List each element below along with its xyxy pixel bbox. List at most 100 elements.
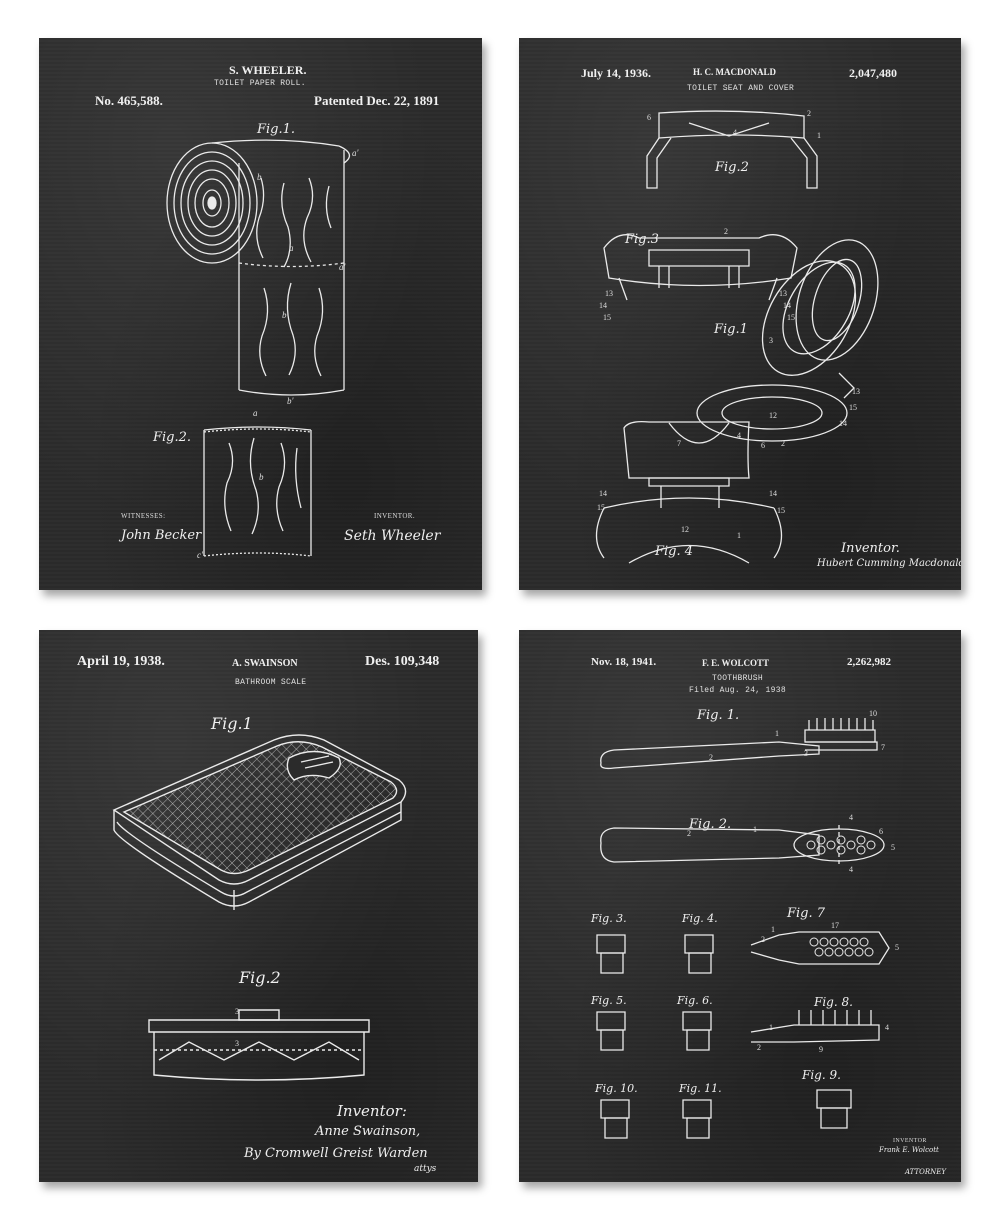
patent-poster-toilet-paper-roll: S. WHEELER. TOILET PAPER ROLL. No. 465,5… [39, 38, 482, 590]
svg-text:5: 5 [895, 943, 899, 952]
svg-text:2: 2 [761, 935, 765, 944]
figure-label: Fig.2 [239, 968, 281, 987]
svg-text:2: 2 [709, 753, 713, 762]
svg-text:7: 7 [881, 743, 885, 752]
svg-text:6: 6 [879, 827, 883, 836]
svg-text:4: 4 [885, 1023, 889, 1032]
svg-text:15: 15 [597, 503, 605, 512]
filed-date: Filed Aug. 24, 1938 [689, 686, 786, 695]
svg-text:3: 3 [769, 336, 773, 345]
inventor-label: Inventor. [841, 541, 900, 556]
svg-text:14: 14 [599, 301, 607, 310]
svg-text:1: 1 [771, 925, 775, 934]
svg-text:2: 2 [757, 1043, 761, 1052]
svg-text:3: 3 [235, 1007, 239, 1016]
svg-text:4: 4 [849, 813, 853, 822]
svg-text:15: 15 [777, 506, 785, 515]
svg-text:13: 13 [779, 289, 787, 298]
patent-title: TOOTHBRUSH [712, 674, 764, 683]
inventor-label: Inventor: [337, 1102, 407, 1120]
attorney-label: ATTORNEY [905, 1168, 947, 1176]
attorney-label: attys [414, 1164, 437, 1174]
figure-label: Fig. 1. [697, 708, 740, 723]
svg-text:13: 13 [852, 387, 860, 396]
toilet-paper-roll-drawing: b a b b a a' a' b' c' [39, 38, 360, 560]
svg-text:9: 9 [819, 1045, 823, 1054]
svg-text:2: 2 [781, 439, 785, 448]
svg-text:2: 2 [724, 227, 728, 236]
svg-text:b: b [257, 172, 262, 182]
svg-text:1: 1 [775, 729, 779, 738]
figure-label: Fig. 7 [787, 906, 826, 921]
svg-text:14: 14 [783, 301, 791, 310]
patent-number: 2,262,982 [847, 656, 891, 668]
patent-number: 2,047,480 [849, 66, 897, 80]
figure-label: Fig.1 [211, 714, 253, 733]
patent-title: BATHROOM SCALE [235, 678, 307, 687]
figure-label: Fig. 5. [591, 994, 627, 1007]
figure-label: Fig. 6. [677, 994, 713, 1007]
patent-number: No. 465,588. [95, 93, 163, 108]
inventor-name: A. SWAINSON [232, 658, 298, 669]
figure-label: Fig. 4. [682, 912, 718, 925]
svg-text:a: a [253, 408, 258, 418]
svg-text:3: 3 [235, 1039, 239, 1048]
svg-text:6: 6 [761, 441, 765, 450]
svg-text:12: 12 [681, 525, 689, 534]
svg-text:4: 4 [737, 431, 741, 440]
figure-label: Fig. 11. [679, 1082, 722, 1095]
svg-text:15: 15 [787, 313, 795, 322]
patent-poster-bathroom-scale: April 19, 1938. A. SWAINSON Des. 109,348… [39, 630, 478, 1182]
svg-text:10: 10 [869, 709, 877, 718]
inventor-signature: Frank E. Wolcott [879, 1146, 939, 1154]
figure-label: Fig. 10. [595, 1082, 638, 1095]
figure-label: Fig.1 [714, 322, 748, 337]
svg-text:c': c' [197, 550, 204, 560]
inventor-name: F. E. WOLCOTT [702, 658, 770, 668]
inventor-name: H. C. MACDONALD [693, 67, 776, 77]
svg-text:3: 3 [804, 749, 808, 758]
witness-signature: John Becker [121, 528, 202, 543]
bathroom-scale-drawing: 33 [39, 630, 478, 1182]
svg-text:1: 1 [737, 531, 741, 540]
svg-text:7: 7 [677, 439, 681, 448]
svg-text:5: 5 [891, 843, 895, 852]
patent-date: Patented Dec. 22, 1891 [314, 93, 440, 108]
svg-text:2: 2 [807, 109, 811, 118]
svg-text:14: 14 [599, 489, 607, 498]
svg-text:a: a [289, 243, 294, 253]
figure-label: Fig. 3. [591, 912, 627, 925]
svg-text:14: 14 [769, 489, 777, 498]
svg-text:12: 12 [769, 411, 777, 420]
svg-text:b: b [282, 310, 287, 320]
svg-text:b': b' [287, 396, 295, 406]
patent-number: Des. 109,348 [365, 654, 440, 669]
patent-title: TOILET PAPER ROLL. [214, 79, 306, 88]
svg-text:1: 1 [753, 825, 757, 834]
figure-label: Fig. 2. [689, 817, 732, 832]
inventor-signature: Anne Swainson, [315, 1124, 421, 1139]
inventor-name: S. WHEELER. [229, 63, 307, 77]
svg-text:a': a' [339, 262, 347, 272]
svg-text:4: 4 [849, 865, 853, 874]
svg-text:b: b [259, 472, 264, 482]
svg-text:1: 1 [817, 131, 821, 140]
patent-title: TOILET SEAT AND COVER [687, 84, 795, 93]
svg-text:4: 4 [733, 128, 737, 137]
svg-text:15: 15 [603, 313, 611, 322]
svg-text:15: 15 [849, 403, 857, 412]
svg-text:1: 1 [769, 1023, 773, 1032]
svg-text:6: 6 [647, 113, 651, 122]
patent-date: April 19, 1938. [77, 654, 165, 669]
patent-date: July 14, 1936. [581, 66, 652, 80]
attorney-signature: By Cromwell Greist Warden [244, 1146, 428, 1161]
svg-text:13: 13 [605, 289, 613, 298]
svg-text:14: 14 [839, 419, 847, 428]
figure-label: Fig. 8. [814, 995, 853, 1009]
patent-poster-toothbrush: Nov. 18, 1941. F. E. WOLCOTT 2,262,982 T… [519, 630, 961, 1182]
patent-poster-toilet-seat: July 14, 1936. H. C. MACDONALD 2,047,480… [519, 38, 961, 590]
figure-label: Fig.1. [257, 122, 296, 137]
figure-label: Fig.2. [153, 430, 192, 445]
